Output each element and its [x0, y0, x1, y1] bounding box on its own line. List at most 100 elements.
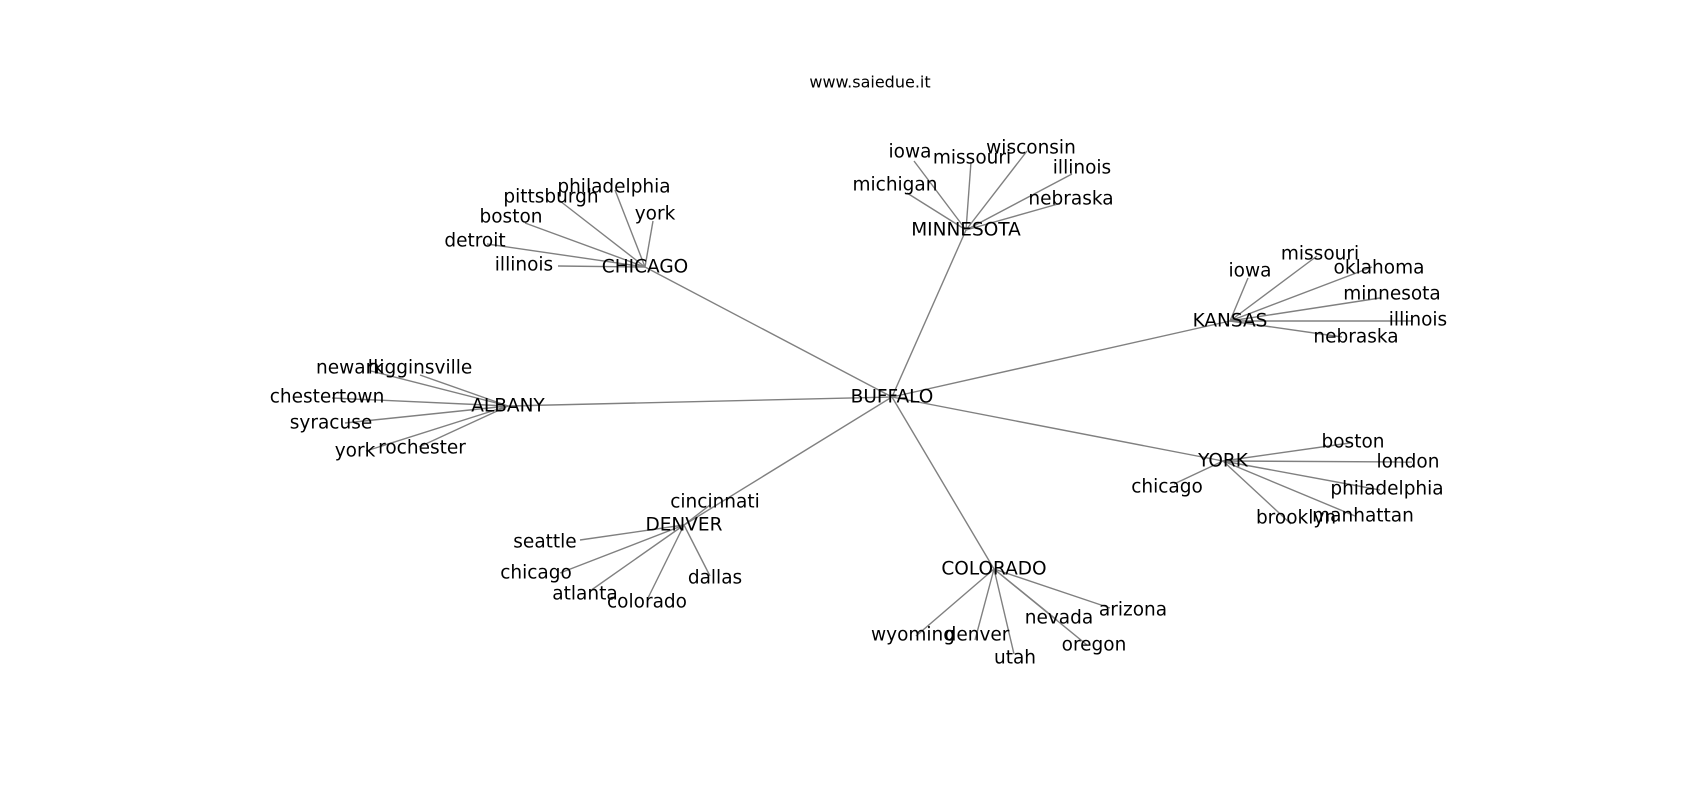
leaf-node-albany-higginsville: higginsville	[368, 358, 473, 379]
leaf-node-colorado-utah: utah	[994, 648, 1036, 669]
edge-albany-rochester	[418, 405, 509, 448]
edge-york-london	[1222, 460, 1413, 463]
edge-denver-chicago	[559, 524, 685, 574]
leaf-node-minnesota-illinois: illinois	[1053, 158, 1111, 179]
edge-minnesota-nebraska	[965, 203, 1059, 231]
leaf-node-york-manhattan: manhattan	[1312, 506, 1414, 527]
edge-kansas-nebraska	[1229, 320, 1343, 338]
leaf-node-colorado-arizona: arizona	[1099, 600, 1167, 621]
leaf-node-albany-chestertown: chestertown	[270, 387, 385, 408]
edge-york-boston	[1222, 442, 1351, 462]
edge-root-kansas	[891, 320, 1231, 398]
leaf-node-york-philadelphia: philadelphia	[1330, 479, 1443, 500]
edge-chicago-philadelphia	[614, 189, 646, 268]
leaf-node-colorado-nevada: nevada	[1025, 608, 1093, 629]
edge-denver-seattle	[579, 524, 685, 541]
root-node-label: BUFFALO	[851, 387, 934, 408]
hub-node-albany: ALBANY	[471, 396, 545, 417]
leaf-node-denver-seattle: seattle	[513, 532, 576, 553]
leaf-node-minnesota-nebraska: nebraska	[1028, 189, 1113, 210]
edge-york-chicago	[1173, 460, 1224, 485]
edge-albany-chestertown	[331, 397, 509, 407]
leaf-node-chicago-philadelphia: philadelphia	[557, 177, 670, 198]
leaf-node-albany-syracuse: syracuse	[290, 413, 372, 434]
hub-node-kansas: KANSAS	[1193, 311, 1268, 332]
edge-denver-colorado	[647, 524, 685, 599]
leaf-node-denver-cincinnati: cincinnati	[670, 492, 760, 513]
leaf-node-denver-chicago: chicago	[500, 563, 572, 584]
leaf-node-kansas-illinois: illinois	[1389, 310, 1447, 331]
edge-albany-york	[365, 405, 509, 452]
edge-kansas-minnesota	[1229, 297, 1381, 322]
hub-node-chicago: CHICAGO	[602, 257, 688, 278]
edge-colorado-utah	[993, 568, 1015, 655]
edge-minnesota-michigan	[906, 192, 967, 231]
hub-node-york: YORK	[1197, 451, 1249, 472]
edge-colorado-wyoming	[915, 568, 995, 637]
edge-colorado-arizona	[993, 568, 1111, 609]
edge-denver-cincinnati	[683, 504, 711, 526]
leaf-node-york-chicago: chicago	[1131, 477, 1203, 498]
leaf-node-chicago-york: york	[635, 204, 676, 225]
leaf-node-york-brooklyn: brooklyn	[1256, 508, 1336, 529]
edge-chicago-boston	[524, 222, 646, 268]
edge-albany-higginsville	[419, 374, 509, 407]
edge-root-denver	[683, 396, 893, 526]
leaf-node-kansas-oklahoma: oklahoma	[1334, 258, 1425, 279]
edge-minnesota-missouri	[965, 161, 972, 231]
edge-kansas-oklahoma	[1229, 266, 1373, 322]
edge-chicago-illinois	[557, 265, 646, 268]
edge-root-albany	[507, 396, 893, 407]
edge-minnesota-iowa	[913, 160, 967, 231]
hub-node-minnesota: MINNESOTA	[911, 220, 1021, 241]
leaf-node-colorado-denver: denver	[945, 625, 1010, 646]
edge-chicago-pittsburgh	[559, 200, 646, 268]
edge-root-minnesota	[891, 229, 967, 398]
edge-colorado-denver	[974, 568, 995, 641]
leaf-node-denver-atlanta: atlanta	[552, 584, 617, 605]
leaf-node-colorado-wyoming: wyoming	[871, 625, 955, 646]
edge-minnesota-wisconsin	[965, 150, 1028, 231]
leaf-node-kansas-nebraska: nebraska	[1313, 327, 1398, 348]
edge-minnesota-illinois	[965, 173, 1073, 231]
leaf-node-kansas-missouri: missouri	[1281, 244, 1359, 265]
leaf-node-kansas-minnesota: minnesota	[1343, 284, 1441, 305]
edge-chicago-york	[644, 220, 654, 268]
edge-kansas-iowa	[1229, 277, 1249, 322]
leaf-node-kansas-iowa: iowa	[1229, 261, 1272, 282]
leaf-node-denver-dallas: dallas	[688, 568, 742, 589]
leaf-node-minnesota-missouri: missouri	[933, 148, 1011, 169]
leaf-node-chicago-detroit: detroit	[444, 231, 505, 252]
edge-albany-syracuse	[344, 405, 509, 424]
leaf-node-york-boston: boston	[1322, 432, 1385, 453]
edge-york-brooklyn	[1222, 460, 1292, 525]
edge-root-colorado	[891, 396, 995, 570]
leaf-node-minnesota-wisconsin: wisconsin	[986, 138, 1076, 159]
leaf-node-albany-york: york	[335, 441, 376, 462]
label-layer: BUFFALOCHICAGOillinoisdetroitbostonpitts…	[270, 138, 1447, 669]
leaf-node-chicago-boston: boston	[480, 207, 543, 228]
edge-layer	[331, 150, 1413, 655]
leaf-node-york-london: london	[1377, 452, 1440, 473]
edge-york-philadelphia	[1222, 460, 1381, 491]
leaf-node-minnesota-iowa: iowa	[889, 142, 932, 163]
edge-root-chicago	[644, 266, 893, 398]
edge-chicago-detroit	[486, 243, 646, 268]
edge-kansas-missouri	[1229, 255, 1318, 322]
hub-node-colorado: COLORADO	[941, 559, 1046, 580]
edge-colorado-oregon	[993, 568, 1088, 646]
edge-albany-newark	[370, 370, 509, 407]
leaf-node-chicago-illinois: illinois	[495, 255, 553, 276]
edge-denver-atlanta	[589, 524, 685, 592]
leaf-node-denver-colorado: colorado	[607, 592, 687, 613]
hub-node-denver: DENVER	[646, 515, 723, 536]
leaf-node-colorado-oregon: oregon	[1062, 635, 1127, 656]
edge-denver-dallas	[683, 524, 711, 577]
edge-york-manhattan	[1222, 460, 1356, 517]
site-title: www.saiedue.it	[809, 73, 930, 92]
leaf-node-albany-newark: newark	[316, 358, 384, 379]
leaf-node-minnesota-michigan: michigan	[852, 175, 937, 196]
leaf-node-chicago-pittsburgh: pittsburgh	[503, 187, 598, 208]
edge-root-york	[891, 396, 1224, 462]
leaf-node-albany-rochester: rochester	[378, 438, 466, 459]
